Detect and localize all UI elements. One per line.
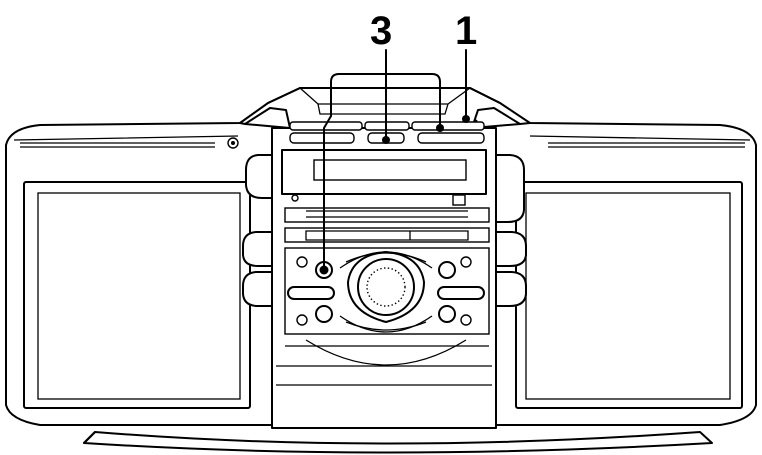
center-panel — [271, 121, 497, 429]
small-button-bl — [296, 314, 308, 326]
small-button-tr — [460, 256, 472, 268]
lower-left-button — [315, 305, 333, 323]
right-pill-button — [437, 286, 485, 300]
jog-dial — [357, 258, 415, 316]
headphone-jack — [227, 137, 239, 149]
callout-label-3: 3 — [370, 9, 392, 53]
small-button-br — [460, 314, 472, 326]
callout-1-leader — [462, 49, 478, 123]
left-side-lobes — [242, 154, 273, 307]
top-button-c — [411, 121, 485, 131]
eject-button — [452, 194, 466, 206]
right-speaker-grille — [515, 181, 743, 409]
small-button-tl — [296, 256, 308, 268]
right-side-lobes — [495, 154, 527, 307]
left-pill-button — [287, 286, 335, 300]
left-speaker-grille — [23, 181, 251, 409]
function-button-c — [417, 132, 485, 144]
lower-right-button — [438, 305, 456, 323]
callout-label-1: 1 — [455, 9, 477, 53]
indicator-led — [291, 194, 299, 202]
callout-3-bracket — [319, 49, 444, 275]
function-button-a — [289, 132, 355, 144]
upper-right-button — [438, 261, 456, 279]
stand-base — [83, 431, 713, 454]
